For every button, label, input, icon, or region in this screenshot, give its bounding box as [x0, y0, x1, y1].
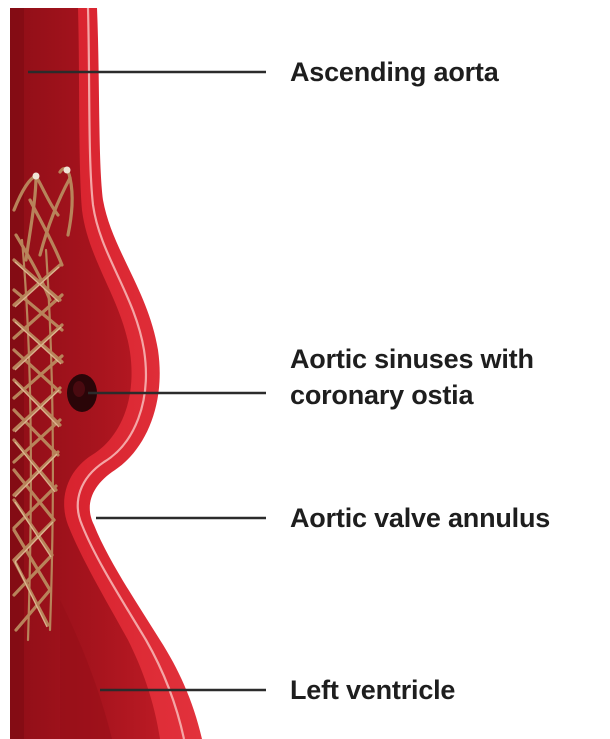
label-aortic-sinuses-line2: coronary ostia: [290, 377, 534, 413]
label-left-ventricle: Left ventricle: [290, 672, 455, 708]
label-aortic-sinuses-line1: Aortic sinuses with: [290, 344, 534, 374]
label-aortic-sinuses: Aortic sinuses with coronary ostia: [290, 341, 534, 413]
left-margin: [0, 0, 10, 739]
coronary-ostium-inner: [73, 381, 85, 397]
label-aortic-valve-annulus: Aortic valve annulus: [290, 500, 550, 536]
label-ascending-aorta: Ascending aorta: [290, 54, 499, 90]
